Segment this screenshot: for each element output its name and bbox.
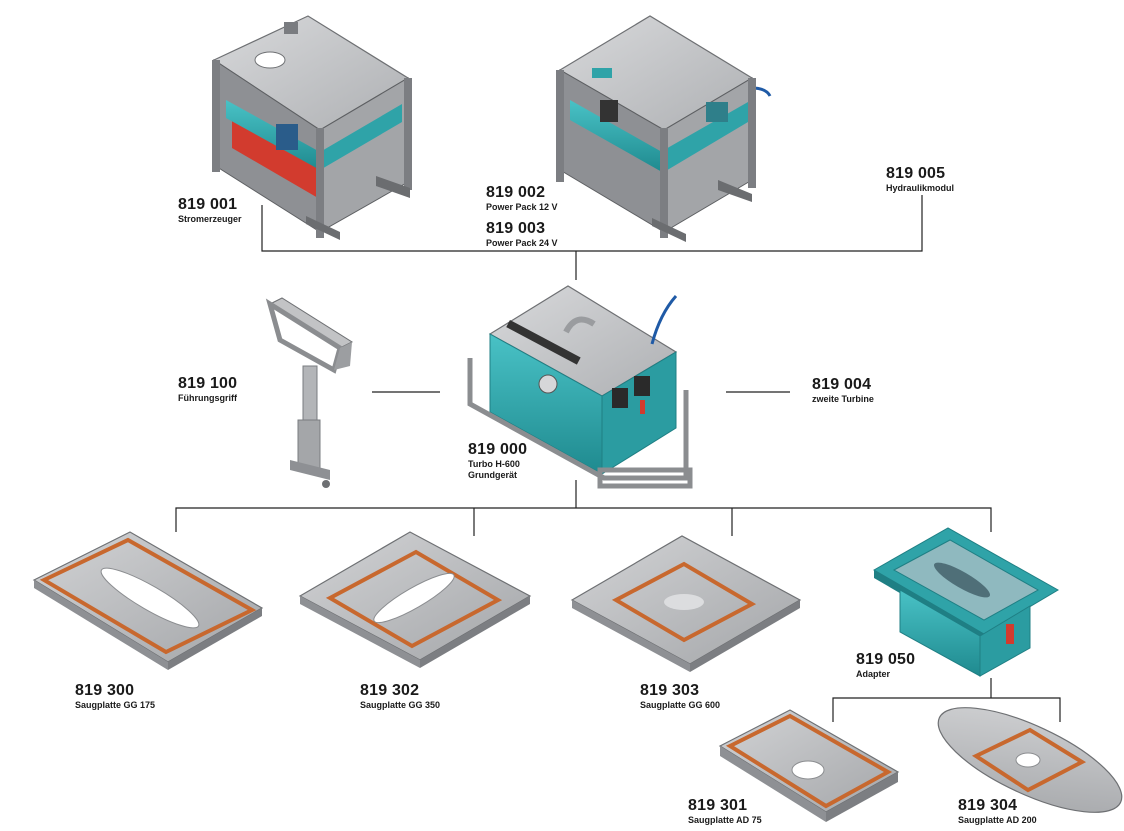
product-number: 819 002 [486,184,546,201]
product-number: 819 003 [486,220,546,237]
product-number: 819 300 [75,682,135,699]
product-number: 819 302 [360,682,420,699]
suction-plate-175-image [32,531,264,670]
label-819100: 819 100 Führungsgriff [178,376,237,403]
product-name: Saugplatte GG 350 [360,700,441,710]
label-819002: 819 002 Power Pack 12 V [486,185,558,212]
guide-handle-image [265,297,354,488]
product-name: Führungsgriff [178,393,237,403]
product-number: 819 005 [886,165,946,182]
label-819300: 819 300 Saugplatte GG 175 [75,683,155,710]
product-number: 819 100 [178,375,238,392]
suction-plate-600-image [570,535,802,672]
label-819304: 819 304 Saugplatte AD 200 [958,798,1037,825]
label-819000: 819 000 Turbo H-600 Grundgerät [468,442,527,480]
label-819301: 819 301 Saugplatte AD 75 [688,798,762,825]
connector-lines [175,195,1061,722]
adapter-bus-line [832,697,1061,722]
product-name: Adapter [856,669,891,679]
product-name-secondary: Grundgerät [468,470,518,480]
power-pack-unit-image [556,15,772,242]
product-name: Saugplatte AD 200 [958,815,1037,825]
label-819005: 819 005 Hydraulikmodul [886,166,954,193]
product-name: Turbo H-600 [468,459,520,469]
suction-plate-ad200-image [937,707,1123,813]
suction-plate-350-image [298,531,532,668]
product-number: 819 001 [178,196,238,213]
generator-unit-image [212,15,412,240]
product-name: zweite Turbine [812,394,874,404]
label-819302: 819 302 Saugplatte GG 350 [360,683,440,710]
product-name: Power Pack 12 V [486,202,558,212]
plates-bus-line [175,507,992,532]
label-819003: 819 003 Power Pack 24 V [486,221,558,248]
product-number: 819 304 [958,797,1018,814]
turbo-base-unit-image [467,285,693,489]
product-number: 819 000 [468,441,528,458]
product-number: 819 050 [856,651,916,668]
product-name: Saugplatte GG 600 [640,700,721,710]
adapter-unit-image [872,527,1059,677]
label-819004: 819 004 zweite Turbine [812,377,874,404]
product-name: Saugplatte GG 175 [75,700,156,710]
suction-plate-ad75-image [718,709,900,822]
product-name: Hydraulikmodul [886,183,955,193]
product-name: Saugplatte AD 75 [688,815,762,825]
product-number: 819 301 [688,797,748,814]
top-bus-line [261,195,923,252]
product-number: 819 004 [812,376,872,393]
label-819050: 819 050 Adapter [856,652,915,679]
product-name: Power Pack 24 V [486,238,558,248]
label-819303: 819 303 Saugplatte GG 600 [640,683,720,710]
label-819001: 819 001 Stromerzeuger [178,197,242,224]
product-number: 819 303 [640,682,700,699]
product-name: Stromerzeuger [178,214,242,224]
